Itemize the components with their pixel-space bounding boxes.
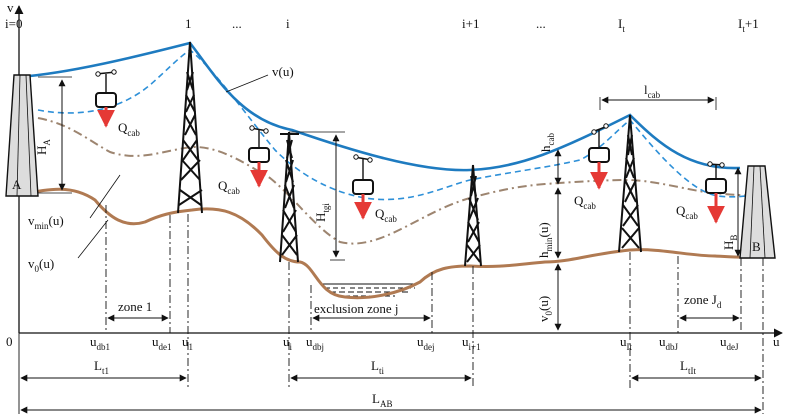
- loaded-cable-curve: [37, 49, 756, 201]
- vmin-label: vmin(u): [28, 213, 64, 231]
- HB-label: HB: [721, 235, 739, 250]
- zone-1-label: zone 1: [118, 299, 152, 314]
- Lt1-label: Lt1: [94, 358, 109, 376]
- u-tick-deJ: udeJ: [720, 334, 739, 352]
- terrain-curve: [18, 187, 766, 300]
- exclusion-zone-label: exclusion zone j: [314, 301, 398, 316]
- u-tick-i: ui: [283, 334, 293, 352]
- station-A-label: A: [12, 177, 22, 192]
- hcab-label: hcab: [538, 133, 556, 152]
- v0-dimension-label: v0(u): [536, 296, 554, 322]
- tower-index-It-plus-1: It+1: [738, 16, 759, 34]
- u-tick-de1: ude1: [152, 334, 172, 352]
- zone-guide-lines: [105, 205, 764, 414]
- LAB-label: LAB: [372, 391, 392, 409]
- q-cab-label-4: Qcab: [574, 193, 596, 211]
- u-tick-db1: udb1: [90, 334, 110, 352]
- tower-index-1: 1: [185, 16, 192, 31]
- tower-index-i: i: [286, 16, 290, 31]
- q-cab-label-2: Qcab: [218, 178, 240, 196]
- y-axis-label: v: [7, 0, 14, 15]
- tower-index-dots-right: ...: [536, 16, 546, 31]
- u-tick-It: uIt: [620, 334, 632, 352]
- tower-It: [618, 114, 642, 253]
- u-tick-dej: udej: [417, 334, 435, 352]
- vmin-curve: [37, 117, 756, 245]
- station-B-label: B: [752, 239, 761, 254]
- q-cab-label-1: Qcab: [118, 120, 140, 138]
- q-cab-label-3: Qcab: [375, 206, 397, 224]
- tower-index-0: i=0: [5, 16, 22, 31]
- tower-i-plus-1: [464, 164, 482, 267]
- x-axis-label: u: [773, 334, 780, 349]
- tower-i: [279, 131, 299, 263]
- tower-1: [177, 41, 203, 214]
- cabin-2: [248, 125, 270, 188]
- origin-label: 0: [6, 334, 13, 349]
- cabin-4: [588, 123, 610, 190]
- v0-label: v0(u): [28, 256, 54, 274]
- station-B: B: [739, 165, 776, 259]
- tower-index-i-plus-1: i+1: [462, 16, 479, 31]
- cabin-1: [95, 69, 117, 128]
- cabin-3: [352, 154, 374, 220]
- u-tick-1: u1: [182, 334, 193, 352]
- u-tick-dbJ: udbJ: [659, 334, 679, 352]
- u-tick-i-plus-1: ui+1: [462, 334, 481, 352]
- Lti-label: Lti: [371, 358, 384, 376]
- station-A: A: [5, 74, 39, 197]
- tower-index-It: It: [618, 16, 625, 34]
- LtIt-label: LtIt: [680, 358, 696, 376]
- HA-label: HA: [34, 139, 52, 155]
- cabin-5: [705, 161, 727, 224]
- tower-index-dots-left: ...: [232, 16, 242, 31]
- zone-J-label: zone Jd: [684, 292, 722, 310]
- lcab-label: lcab: [644, 82, 661, 100]
- hmin-label: hmin(u): [536, 222, 554, 258]
- u-tick-dbj: udbj: [306, 334, 324, 352]
- cable-curve: [18, 41, 741, 172]
- v-u-label: v(u): [272, 64, 294, 79]
- Htgi-label: Htgi: [313, 203, 331, 222]
- q-cab-label-5: Qcab: [676, 203, 698, 221]
